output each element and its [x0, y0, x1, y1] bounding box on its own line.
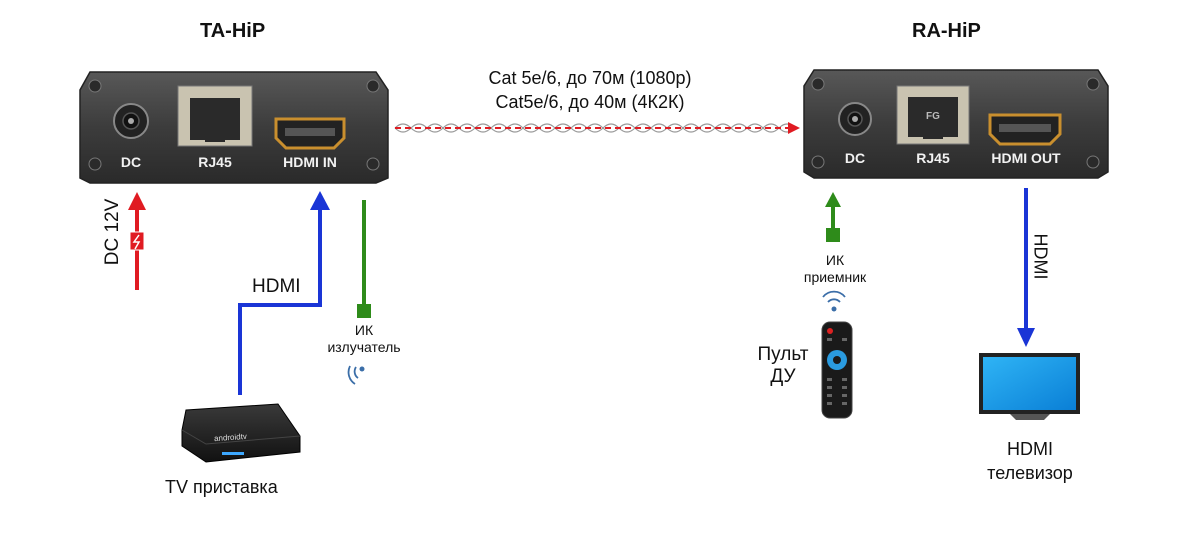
- tv-label: HDMI телевизор: [975, 437, 1085, 485]
- port-label-rj45: RJ45: [916, 150, 950, 166]
- dc-jack-port: [838, 102, 872, 136]
- port-label-rj45: RJ45: [198, 154, 232, 170]
- port-label-hdmi-in: HDMI IN: [283, 154, 337, 170]
- power-arrow: [128, 192, 146, 290]
- receiver-title: RA-HiP: [912, 20, 981, 42]
- transmitter-title: TA-HiP: [200, 20, 266, 42]
- ir-emitter-label-line-2: излучатель: [327, 339, 401, 355]
- dc-jack-port: [113, 103, 149, 139]
- ir-receiver-label: ИК приемник: [790, 252, 880, 286]
- ir-emitter-waves-icon: [347, 365, 365, 385]
- ir-emitter-cable: [357, 200, 371, 318]
- rj45-port: [896, 85, 970, 145]
- port-label-hdmi-out: HDMI OUT: [991, 150, 1061, 166]
- remote-label: Пульт ДУ: [752, 344, 814, 388]
- rj45-marking: FG: [926, 111, 940, 122]
- port-label-dc: DC: [120, 154, 142, 170]
- remote-control-icon: [821, 321, 853, 419]
- ir-emitter-label: ИК излучатель: [318, 322, 410, 356]
- hdmi-output-arrow: [1017, 188, 1035, 347]
- tv-label-line-1: HDMI: [1007, 439, 1053, 459]
- television-icon: [979, 353, 1080, 420]
- hdmi-output-label-text: HDMI: [1030, 233, 1051, 280]
- hdmi-output-label: HDMI: [1031, 234, 1051, 280]
- cable-spec-line-2: Cat5e/6, до 40м (4К2К): [495, 92, 685, 112]
- tv-label-line-2: телевизор: [987, 463, 1073, 483]
- port-label-dc: DC: [844, 150, 866, 166]
- hdmi-out-port: [988, 113, 1062, 146]
- ir-receiver-label-line-2: приемник: [803, 269, 867, 285]
- tv-box-icon: [181, 403, 301, 463]
- cable-spec: Cat 5e/6, до 70м (1080p) Cat5e/6, до 40м…: [440, 66, 740, 114]
- hdmi-input-line: [238, 191, 330, 395]
- ir-receiver-label-line-1: ИК: [825, 252, 845, 268]
- remote-label-line-2: ДУ: [770, 366, 796, 387]
- ir-emitter-label-line-1: ИК: [354, 322, 374, 338]
- tv-box-label: TV приставка: [165, 477, 278, 497]
- power-label: DC 12V: [102, 198, 123, 266]
- transmitter-device: [79, 71, 389, 184]
- rj45-port: [177, 85, 253, 147]
- ir-receiver-arrow: [825, 192, 841, 242]
- hdmi-in-port: [274, 117, 346, 150]
- receiver-device: [803, 69, 1109, 179]
- hdmi-input-label: HDMI: [252, 276, 301, 297]
- remote-label-line-1: Пульт: [757, 344, 809, 365]
- ir-receiver-waves-icon: [822, 290, 846, 312]
- cable-spec-line-1: Cat 5e/6, до 70м (1080p): [488, 68, 692, 88]
- twisted-pair-cable: [394, 122, 800, 134]
